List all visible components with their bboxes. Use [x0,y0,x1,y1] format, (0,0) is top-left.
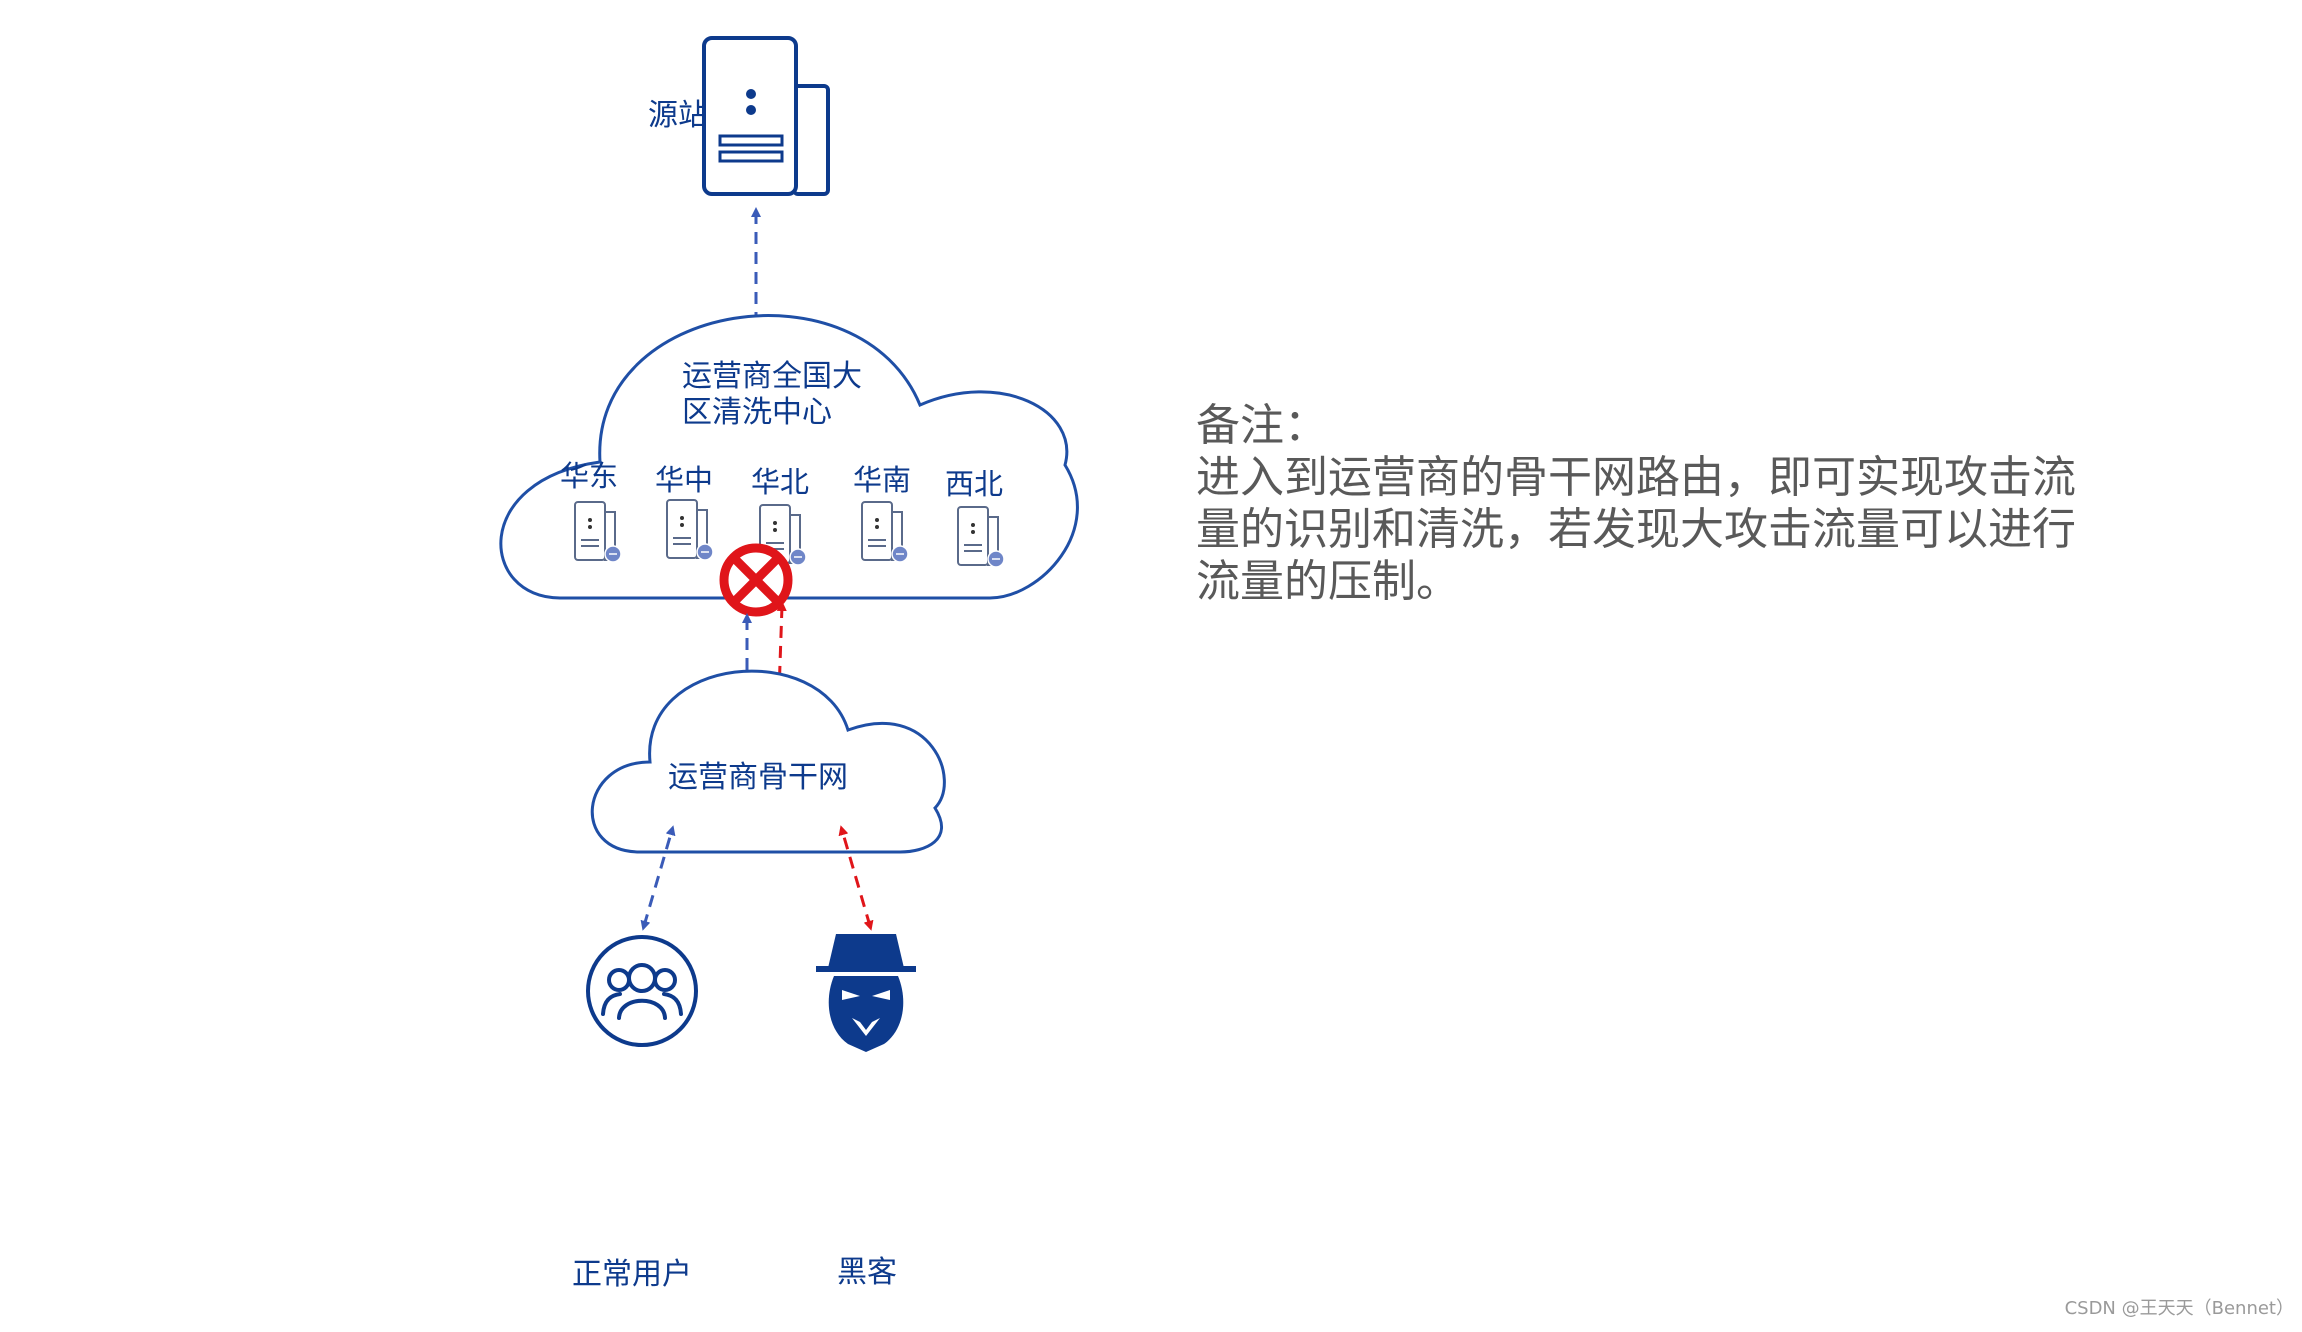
hacker-label: 黑客 [837,1255,897,1290]
region-label: 西北 [945,467,1003,501]
block-icon [719,543,793,617]
scrubbing-center-label-line2: 区清洗中心 [682,395,832,430]
region-label: 华南 [853,463,911,497]
edge-hacker-backbone [838,825,874,931]
origin-label: 源站 [648,98,708,133]
server-icon [861,501,909,563]
normal-user-label: 正常用户 [572,1257,692,1292]
server-icon [666,499,714,561]
region-south: 华南 [853,463,911,563]
region-east: 华东 [560,459,622,563]
region-northwest: 西北 [945,467,1005,568]
note-line: 量的识别和清洗，若发现大攻击流量可以进行 [1196,504,2076,555]
region-label: 华北 [751,465,809,499]
scrubbing-center-cloud: 运营商全国大 区清洗中心 华东 华中 华北 华南 西北 [499,314,1079,617]
hacker-node: 黑客 [816,934,916,1290]
watermark: CSDN @王天天（Bennet） [2064,1298,2294,1319]
note-line: 进入到运营商的骨干网路由，即可实现攻击流 [1196,452,2076,503]
server-icon [702,36,830,196]
edge-user-backbone [640,825,676,931]
note-title: 备注： [1196,400,1328,451]
region-label: 华东 [560,459,618,493]
server-icon [957,506,1005,568]
note-line: 流量的压制。 [1196,556,1460,607]
normal-user-node: 正常用户 [572,935,698,1292]
region-central: 华中 [655,463,714,561]
region-north: 华北 [751,465,809,566]
note-block: 备注： 进入到运营商的骨干网路由，即可实现攻击流 量的识别和清洗，若发现大攻击流… [1196,400,2076,608]
origin-node: 源站 [648,36,830,196]
backbone-cloud: 运营商骨干网 [590,669,946,854]
users-icon [586,935,698,1047]
backbone-label: 运营商骨干网 [668,760,848,795]
server-icon [574,501,622,563]
hacker-icon [816,934,916,1052]
scrubbing-center-label-line1: 运营商全国大 [682,359,862,394]
region-label: 华中 [655,463,713,497]
